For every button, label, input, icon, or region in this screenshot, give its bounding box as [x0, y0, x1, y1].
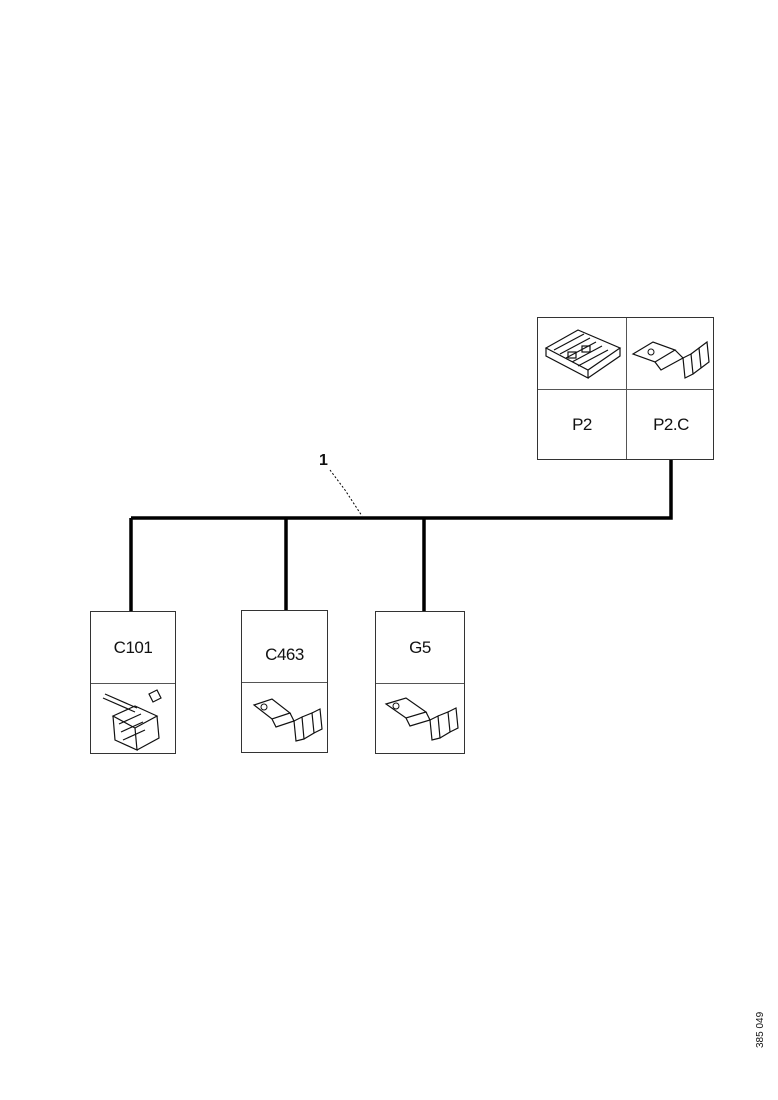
connector-box-c101: C101	[90, 611, 176, 754]
connector-label-c101: C101	[113, 637, 153, 657]
connector-label-p2c: P2.C	[653, 415, 689, 434]
connector-label-p2: P2	[572, 415, 592, 434]
multi-pin-connector-icon	[91, 684, 175, 754]
callout-number: 1	[319, 452, 328, 469]
terminal-icon	[242, 683, 327, 753]
connector-label-c463: C463	[265, 644, 304, 664]
multi-pin-connector-icon	[538, 318, 626, 389]
connector-box-c463: C463	[241, 610, 328, 753]
box-divider	[538, 389, 713, 390]
connector-box-p2: P2 P2.C	[537, 317, 714, 460]
callout-leader-line	[329, 469, 363, 517]
box-divider	[626, 318, 627, 459]
connector-label-g5: G5	[409, 637, 431, 657]
connector-box-g5: G5	[375, 611, 465, 754]
box-divider	[376, 683, 464, 684]
main-harness-wire	[131, 460, 673, 520]
box-divider	[242, 682, 327, 683]
figure-reference-code: 385 049	[755, 1011, 766, 1048]
terminal-icon	[627, 318, 715, 389]
box-divider	[91, 683, 175, 684]
terminal-icon	[376, 684, 464, 754]
